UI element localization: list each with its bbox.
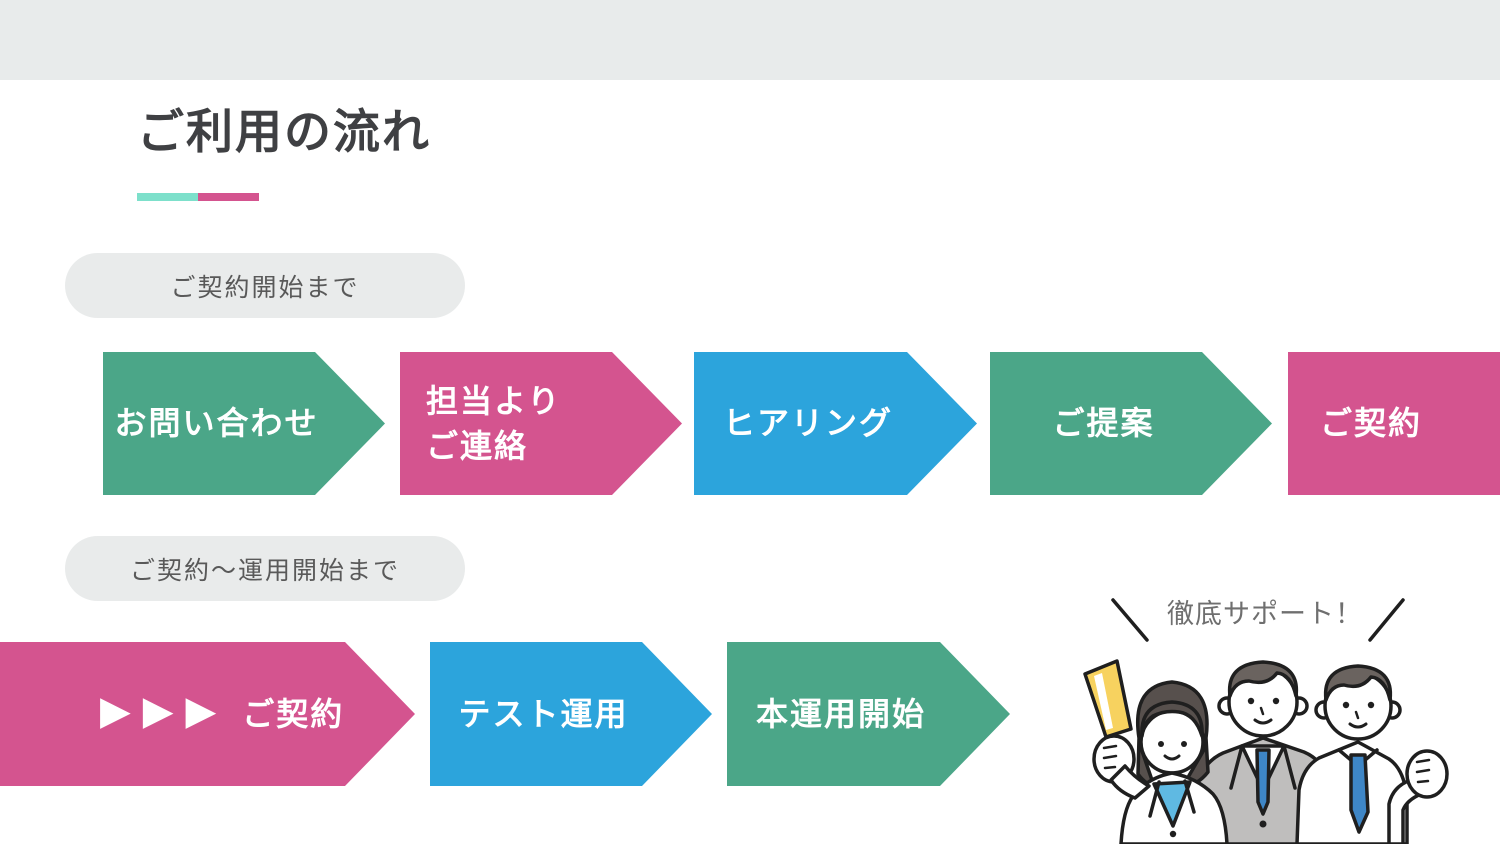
flow2-step-full-operation-label: 本運用開始	[755, 695, 926, 732]
person-left	[1083, 659, 1229, 844]
badge-contract-to-operation-label: ご契約～運用開始まで	[129, 556, 400, 585]
flow2-step-full-operation: 本運用開始	[727, 642, 1010, 786]
flow1-step-proposal: ご提案	[990, 352, 1272, 495]
flow1-step-proposal-label: ご提案	[1052, 405, 1155, 442]
top-gray-band	[0, 0, 1500, 80]
badge-until-contract-label: ご契約開始まで	[170, 273, 360, 302]
triple-play-icon: ▶▶▶	[100, 689, 229, 733]
flow2-step-contract: ▶▶▶ ご契約	[0, 642, 415, 786]
underline-pink-segment	[198, 193, 259, 201]
flow2-step-test-operation-label: テスト運用	[458, 695, 629, 732]
flow2-step-contract-label: ご契約	[242, 695, 345, 732]
flow1-step-hearing: ヒアリング	[694, 352, 977, 495]
flow1-step-contact: 担当より ご連絡	[400, 352, 682, 495]
underline-mint-segment	[137, 193, 198, 201]
person-right	[1295, 664, 1449, 844]
flow1-step-hearing-label: ヒアリング	[722, 405, 893, 442]
title-underline	[137, 193, 259, 201]
flow1-step-contract-label: ご契約	[1320, 405, 1423, 442]
badge-until-contract: ご契約開始まで	[65, 253, 465, 318]
support-caption: 徹底サポート！	[1167, 599, 1363, 629]
badge-contract-to-operation: ご契約～運用開始まで	[65, 536, 465, 601]
emphasis-slash-left	[1111, 598, 1149, 642]
flow1-step-contract: ご契約	[1288, 352, 1500, 495]
flow1-step-inquiry: お問い合わせ	[103, 352, 385, 495]
flow1-step-inquiry-label: お問い合わせ	[114, 405, 319, 442]
flow2-step-test-operation: テスト運用	[430, 642, 712, 786]
flow1-step-contact-label: 担当より ご連絡	[426, 382, 562, 464]
support-team-illustration	[1083, 598, 1449, 844]
page-title: ご利用の流れ	[137, 105, 431, 158]
emphasis-slash-right	[1368, 598, 1405, 642]
